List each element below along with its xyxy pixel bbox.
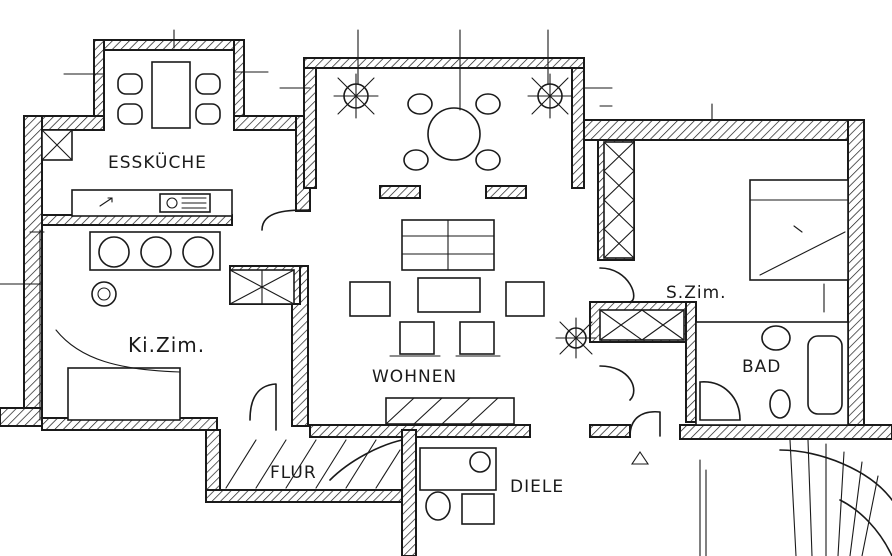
cabinets xyxy=(41,129,685,341)
chair-icon xyxy=(403,149,429,171)
sink-icon xyxy=(469,451,491,473)
toilet-icon xyxy=(425,491,451,521)
chair-icon xyxy=(407,93,433,115)
toilet-icon xyxy=(769,389,791,419)
room-label-flur: FLUR xyxy=(270,463,317,483)
room-label-esskueche: ESSKÜCHE xyxy=(108,151,207,173)
lamp-icon xyxy=(527,73,573,119)
chair-icon xyxy=(117,103,143,125)
shower-icon xyxy=(699,381,741,421)
kinderzimmer-furniture xyxy=(55,231,277,431)
wohnen-living xyxy=(261,209,635,425)
schlafzimmer-furniture xyxy=(749,179,849,313)
chair-icon xyxy=(475,93,501,115)
lamp-icon xyxy=(333,73,379,119)
room-label-kinderzimmer: Ki.Zim. xyxy=(128,333,205,357)
flur-area xyxy=(225,439,403,489)
wohnen-dining xyxy=(333,29,573,171)
esskueche-furniture xyxy=(71,61,233,217)
walls xyxy=(0,39,892,556)
bathtub-icon xyxy=(807,335,843,415)
room-label-bad: BAD xyxy=(742,357,781,377)
room-label-wohnen: WOHNEN xyxy=(372,367,457,387)
stair-icon xyxy=(779,439,892,556)
chair-icon xyxy=(195,73,221,95)
sink-icon xyxy=(761,325,791,351)
sketch-lines xyxy=(0,29,713,421)
chair-icon xyxy=(195,103,221,125)
room-label-diele: DIELE xyxy=(510,477,564,497)
diele-area xyxy=(419,411,707,556)
chair-icon xyxy=(475,149,501,171)
room-label-schlafzimmer: S.Zim. xyxy=(666,283,727,303)
lamp-icon xyxy=(555,317,597,359)
bad-fixtures xyxy=(695,321,849,426)
chair-icon xyxy=(117,73,143,95)
table-icon xyxy=(427,107,481,161)
